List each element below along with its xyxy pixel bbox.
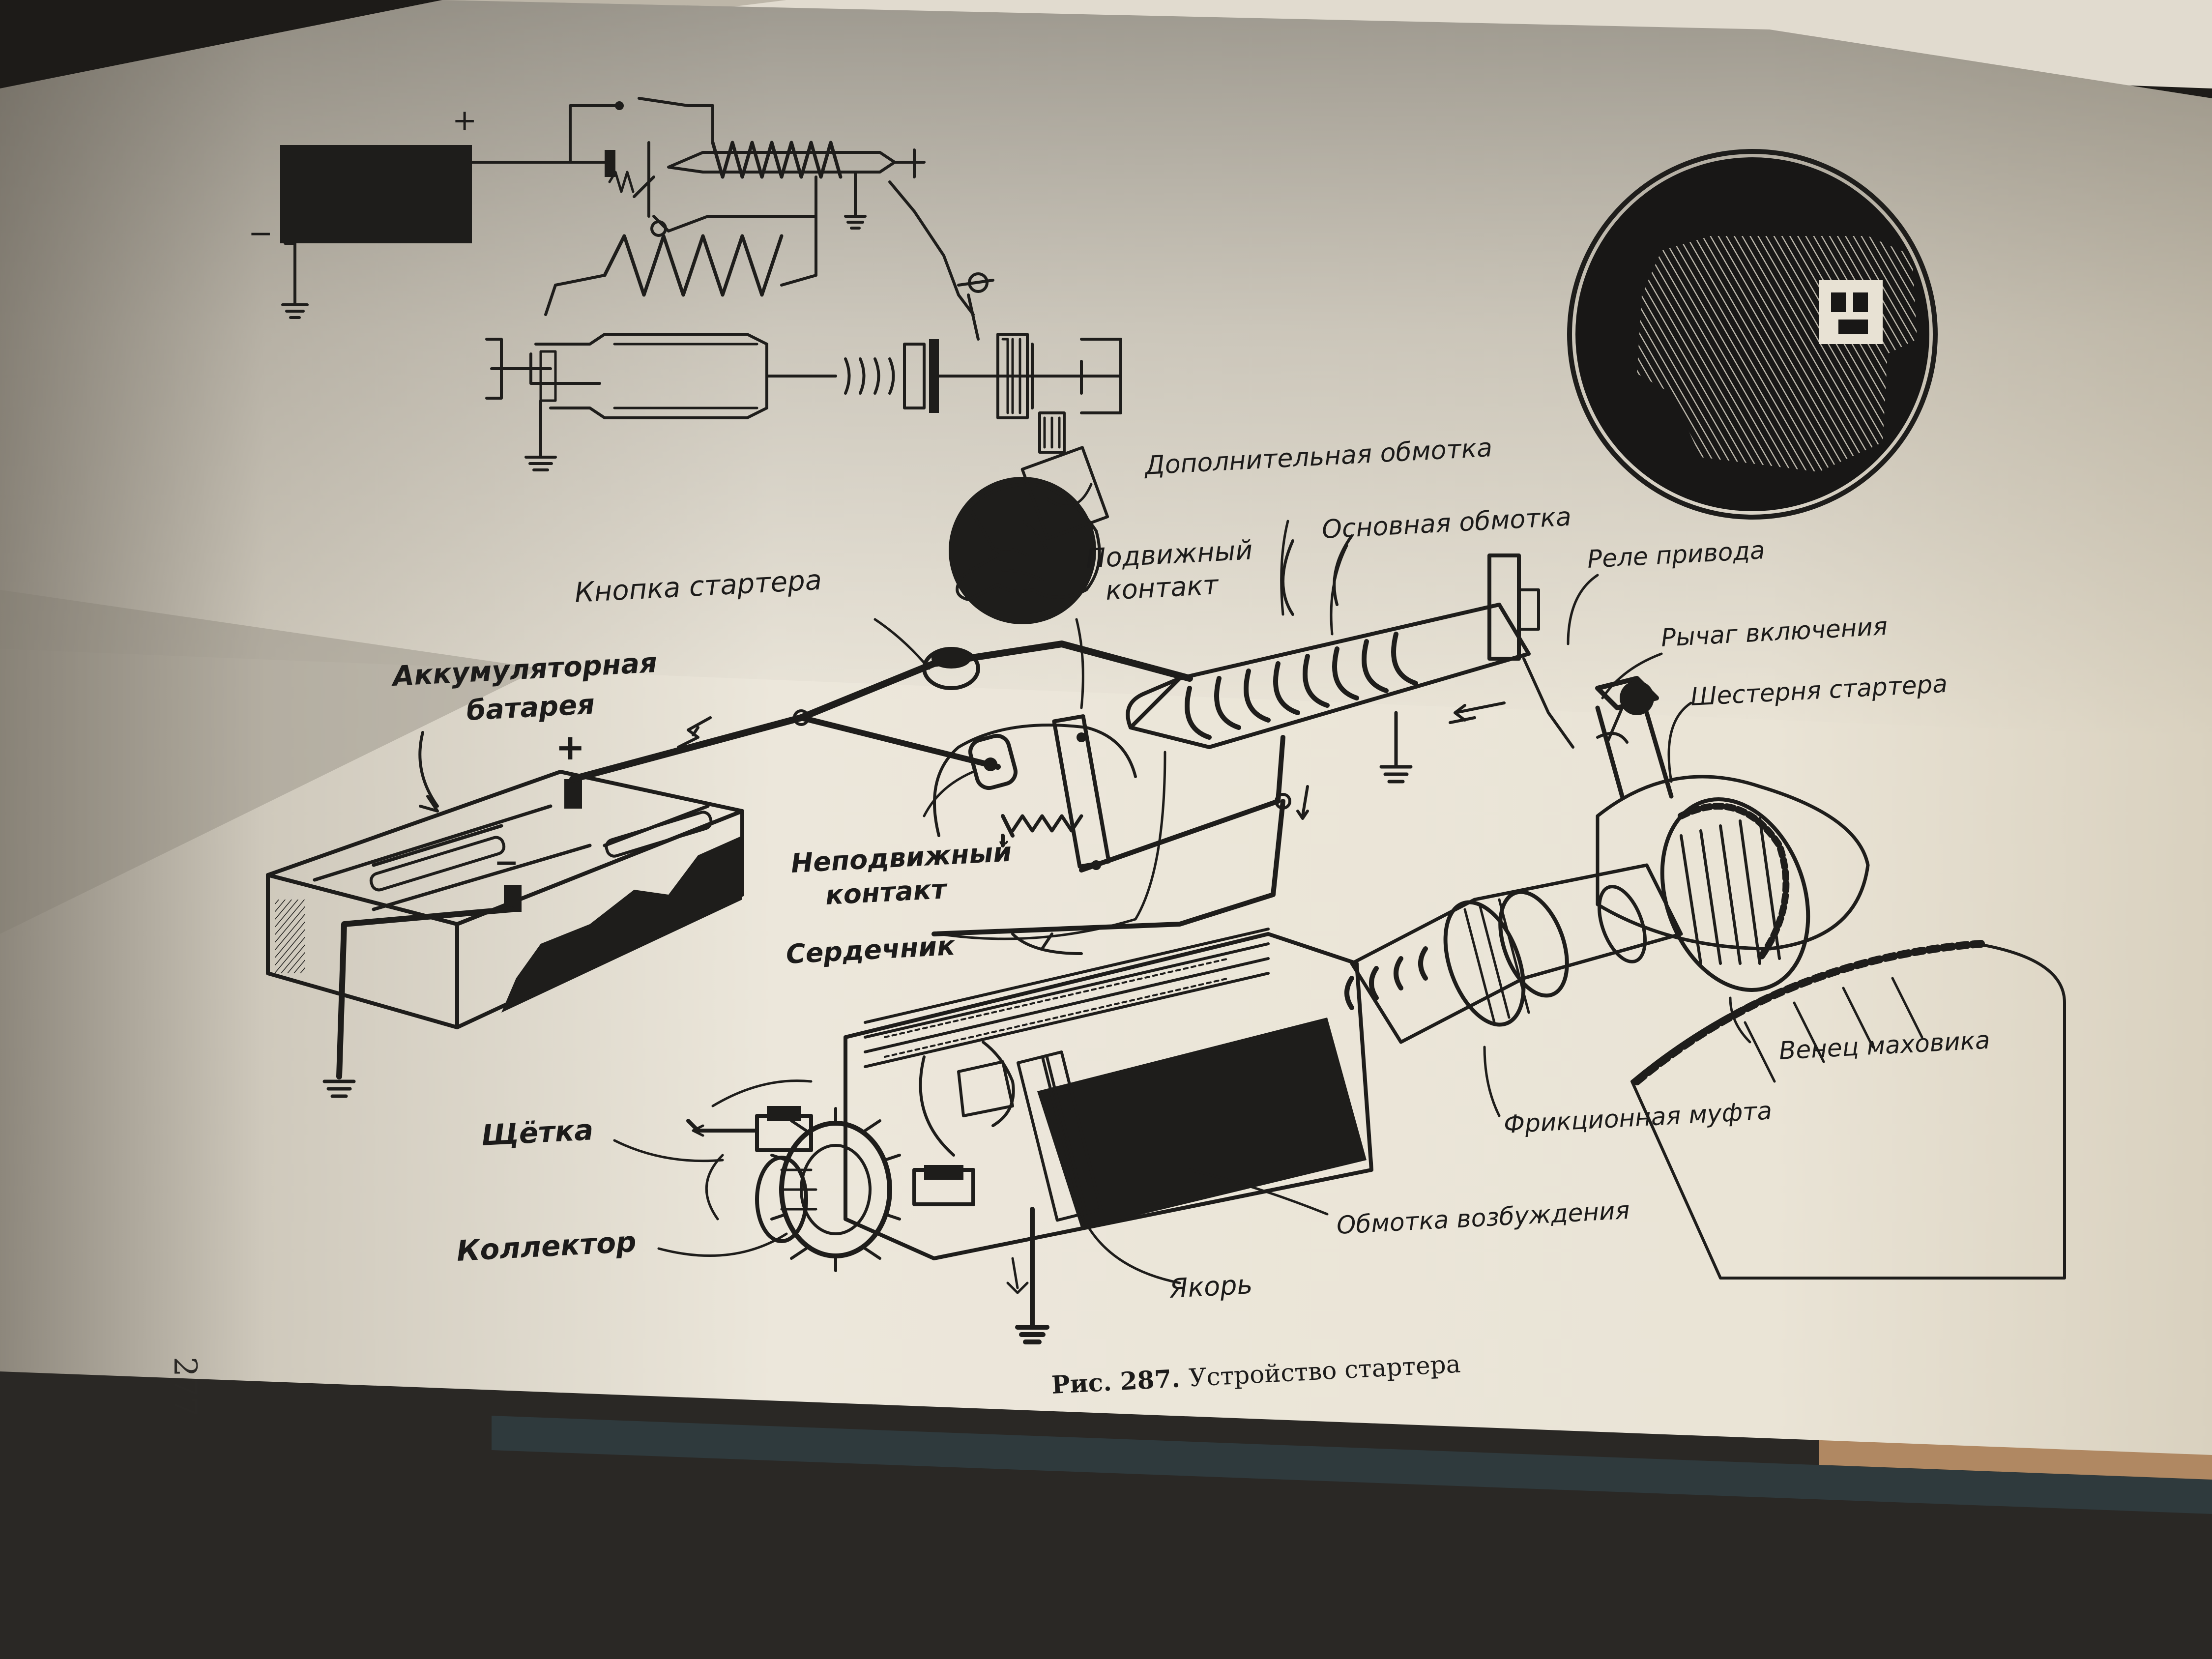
drive-clutch-drawing <box>1344 863 1683 1044</box>
label-battery-plus: + <box>555 727 585 768</box>
commutator-drawing <box>686 1079 1049 1344</box>
page-number: 277 <box>167 1357 203 1417</box>
flywheel-drawing <box>1630 940 2066 1280</box>
schematic-minus-sign: − <box>248 216 273 251</box>
starter-button-drawing <box>922 446 1109 690</box>
label-brush: Щётка <box>480 1113 594 1152</box>
circuit-schematic: + − <box>248 97 1122 471</box>
wiring <box>569 640 1309 955</box>
lever-pinion-drawing <box>1595 676 1870 992</box>
label-fixed-contact-line2: контакт <box>824 873 948 911</box>
relay-contacts <box>933 714 1137 870</box>
battery-drawing <box>266 731 744 1098</box>
engine-location-inset <box>1567 149 1938 520</box>
schematic-plus-sign: + <box>452 103 477 138</box>
label-movable-contact-line2: контакт <box>1105 569 1220 606</box>
inset-starter-highlight <box>1819 280 1883 344</box>
caption-prefix: Рис. 287. <box>1051 1364 1181 1399</box>
solenoid-drawing <box>1126 534 1574 784</box>
label-battery-line2: батарея <box>466 688 595 727</box>
schematic-battery <box>280 145 472 243</box>
motor-body-drawing <box>705 928 1373 1260</box>
label-battery-minus: − <box>494 845 519 880</box>
label-armature: Якорь <box>1168 1269 1253 1304</box>
leader-lines <box>613 483 1751 1284</box>
